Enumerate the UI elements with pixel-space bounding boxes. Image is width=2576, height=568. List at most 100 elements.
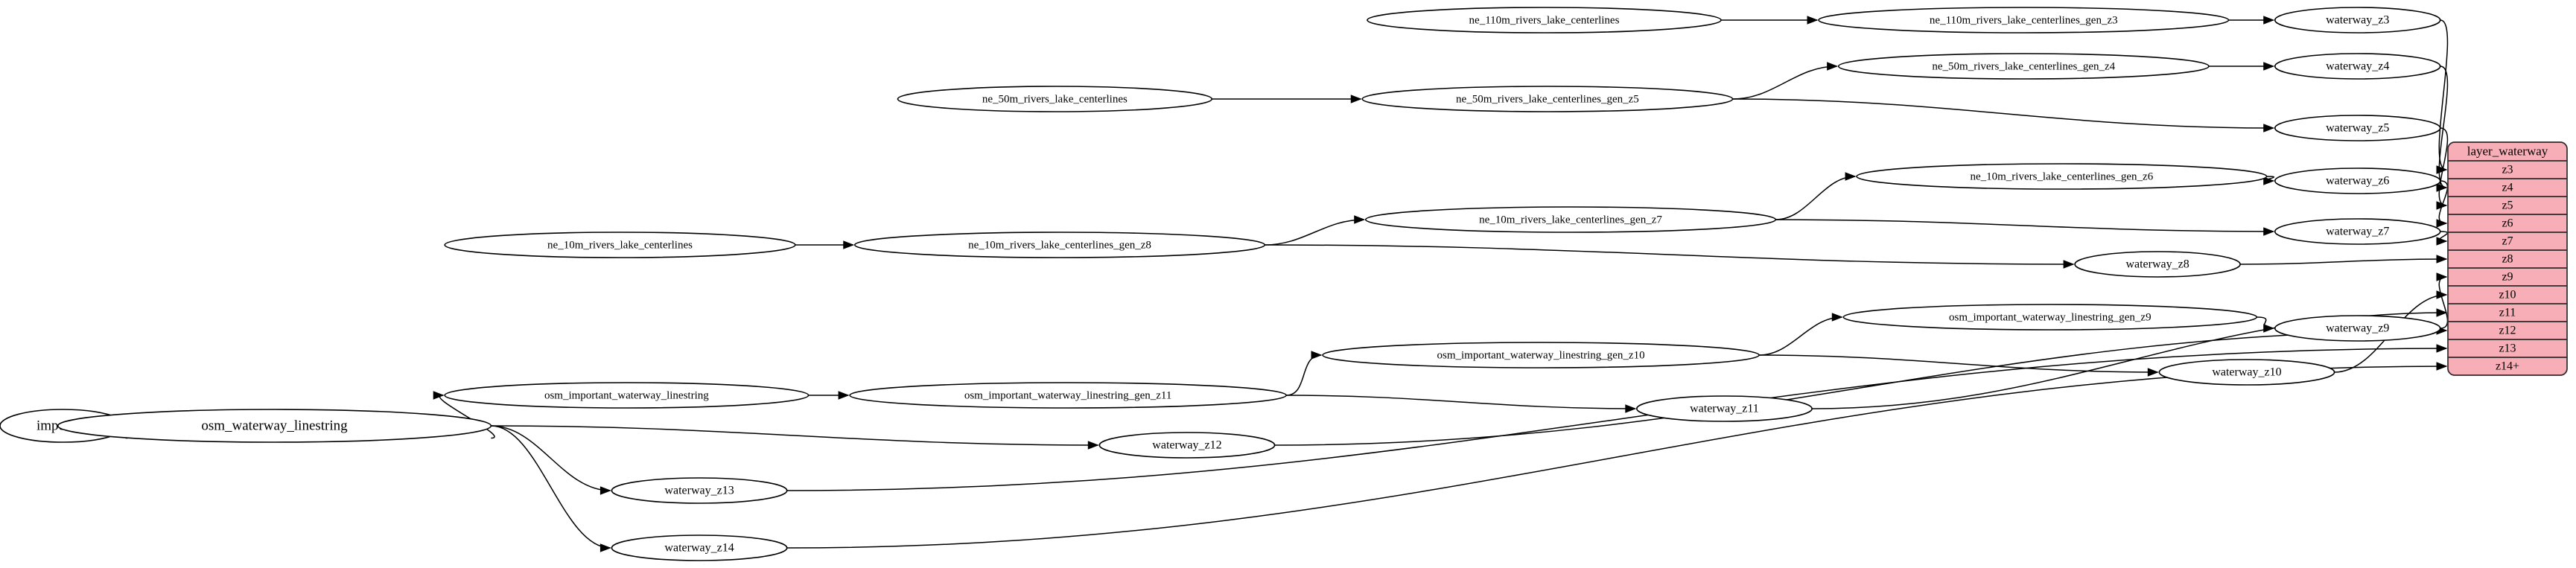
graph-node-waterway_z12[interactable]: waterway_z12 — [1098, 432, 1276, 459]
graph-edge — [433, 391, 495, 439]
node-ellipse — [849, 382, 1287, 409]
record-row-label: z8 — [2502, 253, 2513, 266]
node-label: ne_50m_rivers_lake_centerlines_gen_z5 — [1456, 93, 1639, 105]
graph-node-ne_110m_rivers_lake_centerlines[interactable]: ne_110m_rivers_lake_centerlines — [1367, 7, 1722, 33]
node-label: ne_10m_rivers_lake_centerlines_gen_z6 — [1970, 170, 2153, 182]
graph-node-ne_10m_rivers_lake_centerlines_gen_z8[interactable]: ne_10m_rivers_lake_centerlines_gen_z8 — [853, 232, 1266, 258]
graph-node-ne_110m_rivers_lake_centerlines_gen_z3[interactable]: ne_110m_rivers_lake_centerlines_gen_z3 — [1818, 7, 2230, 33]
graph-node-ne_50m_rivers_lake_centerlines_gen_z5[interactable]: ne_50m_rivers_lake_centerlines_gen_z5 — [1361, 86, 1734, 112]
node-label: ne_10m_rivers_lake_centerlines — [547, 239, 693, 251]
graph-edge — [2263, 176, 2275, 185]
graph-edge — [1265, 215, 1366, 246]
graph-node-ne_10m_rivers_lake_centerlines_gen_z6[interactable]: ne_10m_rivers_lake_centerlines_gen_z6 — [1856, 163, 2268, 190]
node-ellipse — [1837, 53, 2210, 80]
graph-node-waterway_z3[interactable]: waterway_z3 — [2274, 7, 2441, 33]
record-row-z3[interactable]: z3 — [2502, 164, 2513, 176]
record-row-z4[interactable]: z4 — [2448, 178, 2567, 194]
record-row-label: z12 — [2499, 325, 2516, 337]
node-ellipse — [2274, 315, 2441, 342]
graph-edge — [1286, 395, 1637, 413]
node-label: waterway_z14 — [664, 542, 734, 555]
graph-node-osm_waterway_linestring[interactable]: osm_waterway_linestring — [57, 409, 492, 443]
node-label: waterway_z8 — [2125, 258, 2189, 271]
graph-node-waterway_z13[interactable]: waterway_z13 — [611, 477, 788, 504]
graph-edge — [491, 425, 1099, 450]
graph-node-ne_50m_rivers_lake_centerlines_gen_z4[interactable]: ne_50m_rivers_lake_centerlines_gen_z4 — [1837, 53, 2210, 80]
graph-node-waterway_z8[interactable]: waterway_z8 — [2074, 251, 2241, 278]
node-label: ne_50m_rivers_lake_centerlines — [982, 93, 1128, 105]
graph-edge — [1265, 244, 2075, 269]
record-row-z10[interactable]: z10 — [2448, 285, 2567, 301]
graph-edge — [786, 362, 2448, 549]
graph-edge — [2208, 62, 2275, 71]
node-ellipse — [1856, 163, 2268, 190]
graph-edge — [1759, 313, 1843, 356]
graph-node-waterway_z10[interactable]: waterway_z10 — [2158, 359, 2335, 386]
record-row-z12[interactable]: z12 — [2448, 321, 2567, 337]
node-ellipse — [897, 86, 1213, 112]
node-ellipse — [2274, 218, 2441, 245]
record-row-z11[interactable]: z11 — [2448, 303, 2567, 319]
node-label: osm_important_waterway_linestring_gen_z1… — [1437, 349, 1644, 361]
node-ellipse — [444, 232, 796, 258]
graph-node-waterway_z6[interactable]: waterway_z6 — [2274, 167, 2441, 194]
graph-node-waterway_z14[interactable]: waterway_z14 — [611, 535, 788, 561]
record-row-z14+[interactable]: z14+ — [2448, 357, 2567, 373]
record-row-z8[interactable]: z8 — [2448, 249, 2567, 266]
graph-node-ne_50m_rivers_lake_centerlines[interactable]: ne_50m_rivers_lake_centerlines — [897, 86, 1213, 112]
record-row-z9[interactable]: z9 — [2448, 267, 2567, 284]
graph-node-ne_10m_rivers_lake_centerlines[interactable]: ne_10m_rivers_lake_centerlines — [444, 232, 796, 258]
graph-node-osm_important_waterway_linestring_gen_z9[interactable]: osm_important_waterway_linestring_gen_z9 — [1842, 304, 2258, 331]
graph-edge — [2436, 180, 2449, 228]
node-ellipse — [57, 409, 492, 443]
node-label: osm_important_waterway_linestring_gen_z1… — [964, 389, 1172, 401]
graph-edge — [2228, 16, 2275, 25]
graph-node-waterway_z5[interactable]: waterway_z5 — [2274, 115, 2441, 141]
node-label: waterway_z7 — [2326, 226, 2389, 238]
graph-node-ne_10m_rivers_lake_centerlines_gen_z7[interactable]: ne_10m_rivers_lake_centerlines_gen_z7 — [1364, 206, 1777, 233]
node-label: waterway_z4 — [2326, 60, 2389, 73]
record-row-label: z11 — [2499, 307, 2516, 319]
node-label: osm_waterway_linestring — [201, 418, 348, 433]
record-row-z5[interactable]: z5 — [2448, 196, 2567, 212]
node-ellipse — [1367, 7, 1722, 33]
graph-edge — [2257, 316, 2275, 333]
node-ellipse — [1364, 206, 1777, 233]
record-row-label: z14+ — [2496, 360, 2519, 373]
record-row-z6[interactable]: z6 — [2448, 214, 2567, 230]
graph-node-osm_important_waterway_linestring_gen_z10[interactable]: osm_important_waterway_linestring_gen_z1… — [1322, 342, 1760, 368]
graph-edge — [2436, 231, 2449, 246]
graph-node-osm_important_waterway_linestring_gen_z11[interactable]: osm_important_waterway_linestring_gen_z1… — [849, 382, 1287, 409]
graph-edge — [786, 344, 2448, 491]
node-label: waterway_z10 — [2212, 366, 2281, 379]
node-label: ne_110m_rivers_lake_centerlines_gen_z3 — [1930, 14, 2118, 26]
graph-node-osm_important_waterway_linestring[interactable]: osm_important_waterway_linestring — [444, 382, 810, 409]
record-row-z7[interactable]: z7 — [2448, 232, 2567, 248]
node-ellipse — [2074, 251, 2241, 278]
record-row-label: z3 — [2502, 164, 2513, 176]
node-ellipse — [1818, 7, 2230, 33]
graph-edge — [1775, 172, 1857, 220]
node-label: osm_important_waterway_linestring_gen_z9 — [1949, 311, 2152, 323]
node-ellipse — [1098, 432, 1276, 459]
node-ellipse — [1322, 342, 1760, 368]
graph-edge — [795, 240, 855, 249]
graph-node-waterway_z4[interactable]: waterway_z4 — [2274, 53, 2441, 80]
node-label: waterway_z11 — [1690, 403, 1759, 415]
node-ellipse — [611, 535, 788, 561]
node-ellipse — [2274, 7, 2441, 33]
node-label: waterway_z9 — [2326, 322, 2389, 335]
record-row-z13[interactable]: z13 — [2448, 339, 2567, 355]
graph-node-waterway_z9[interactable]: waterway_z9 — [2274, 315, 2441, 342]
node-ellipse — [853, 232, 1266, 258]
record-row-label: z10 — [2499, 289, 2516, 301]
node-label: ne_50m_rivers_lake_centerlines_gen_z4 — [1932, 60, 2115, 72]
node-label: ne_10m_rivers_lake_centerlines_gen_z8 — [968, 239, 1151, 251]
graph-node-waterway_z7[interactable]: waterway_z7 — [2274, 218, 2441, 245]
graph-edge — [2436, 272, 2449, 329]
node-label: ne_110m_rivers_lake_centerlines — [1469, 14, 1620, 26]
graph-node-waterway_z11[interactable]: waterway_z11 — [1636, 395, 1813, 422]
record-table-body — [2447, 141, 2568, 376]
graph-edge — [1775, 219, 2275, 236]
graph-edge — [491, 425, 611, 495]
